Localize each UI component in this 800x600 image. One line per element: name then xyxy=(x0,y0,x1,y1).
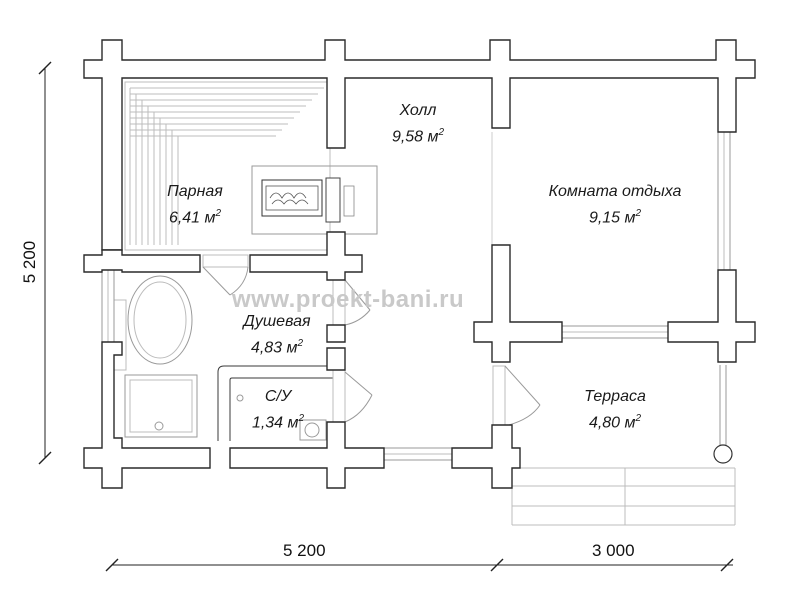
room-label-parnaya: Парная 6,41 м2 xyxy=(150,181,240,229)
terrace-details xyxy=(511,365,736,526)
room-label-komnata-otdykha: Комната отдыха 9,15 м2 xyxy=(525,181,705,229)
doors xyxy=(202,132,541,427)
sauna-benches xyxy=(124,81,331,251)
room-area: 4,83 м2 xyxy=(250,338,304,357)
room-area: 9,58 м2 xyxy=(391,127,445,146)
room-area: 1,34 м2 xyxy=(251,413,305,432)
dimension-lines xyxy=(38,61,734,572)
toilet-fixtures xyxy=(217,365,333,441)
dimension-bottom-right: 3 000 xyxy=(592,541,635,560)
room-label-su: С/У 1,34 м2 xyxy=(238,386,318,434)
room-area: 9,15 м2 xyxy=(588,208,642,227)
watermark: www.proekt-bani.ru xyxy=(232,286,465,313)
room-area: 4,80 м2 xyxy=(588,413,642,432)
room-label-dushevaya: Душевая 4,83 м2 xyxy=(232,311,322,359)
sauna-stove xyxy=(251,165,378,235)
room-name: Парная xyxy=(167,183,223,200)
room-name: Холл xyxy=(399,102,437,119)
shower-fixtures xyxy=(113,275,198,438)
room-name: Терраса xyxy=(584,388,646,405)
room-label-terrasa: Терраса 4,80 м2 xyxy=(570,386,660,434)
dimension-left-vertical: 5 200 xyxy=(20,240,39,284)
room-area: 6,41 м2 xyxy=(168,208,222,227)
room-label-holl: Холл 9,58 м2 xyxy=(378,100,458,148)
room-name: Душевая xyxy=(243,313,311,330)
dimension-bottom-left: 5 200 xyxy=(283,541,326,560)
room-name: Комната отдыха xyxy=(548,183,682,200)
walls xyxy=(83,39,756,489)
room-name: С/У xyxy=(264,388,292,405)
